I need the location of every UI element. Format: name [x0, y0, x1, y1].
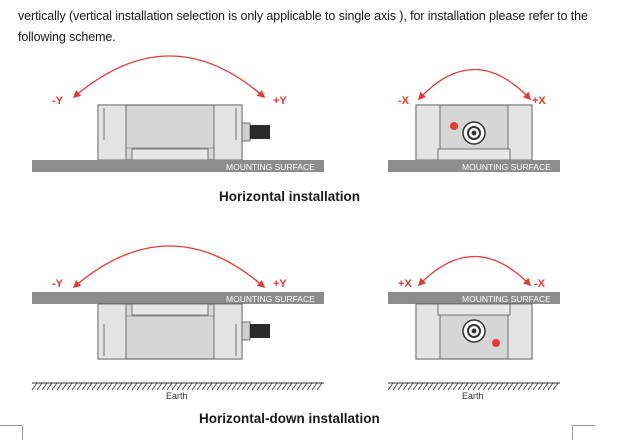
- horizontal-down-front-view: +X -X MOUNTING SURFACE Earth: [387, 255, 560, 401]
- axis-label-neg-y: -Y: [52, 278, 64, 290]
- mounting-surface-label: MOUNTING SURFACE: [226, 162, 315, 172]
- cable-connector: [241, 321, 270, 341]
- rotation-arrow: [417, 255, 532, 287]
- intro-line-1: vertically (vertical installation select…: [18, 9, 588, 23]
- axis-label-pos-y: +Y: [273, 95, 287, 107]
- horizontal-down-side-view: -Y +Y MOUNTING SURFACE Earth: [31, 245, 324, 401]
- axis-label-neg-x: -X: [398, 95, 410, 107]
- axis-label-neg-x: -X: [534, 278, 546, 290]
- earth-ground: [31, 382, 324, 391]
- horizontal-front-view: -X +X MOUNTING SURFACE: [388, 69, 560, 172]
- sensor-body: [415, 303, 533, 360]
- sensor-body: [97, 303, 243, 360]
- status-led: [450, 122, 458, 130]
- rotation-arrow: [72, 245, 266, 289]
- mounting-surface: [32, 292, 324, 304]
- horizontal-side-view: -Y +Y MOUNTING SURFACE: [32, 55, 324, 172]
- rotation-arrow: [417, 69, 532, 101]
- earth-ground: [387, 382, 560, 391]
- connector-port: [462, 121, 486, 145]
- sensor-body: [415, 104, 533, 161]
- axis-label-neg-y: -Y: [52, 95, 64, 107]
- intro-line-2: following scheme.: [18, 30, 116, 44]
- caption-horizontal: Horizontal installation: [219, 189, 360, 204]
- mounting-surface: [32, 160, 324, 172]
- intro-text: vertically (vertical installation select…: [18, 6, 608, 48]
- mounting-surface-label: MOUNTING SURFACE: [462, 162, 551, 172]
- mounting-surface-label: MOUNTING SURFACE: [462, 294, 551, 304]
- sensor-body: [97, 104, 243, 161]
- status-led: [492, 339, 500, 347]
- mounting-surface: [388, 292, 560, 304]
- axis-label-pos-y: +Y: [273, 278, 287, 290]
- caption-horizontal-down: Horizontal-down installation: [199, 411, 380, 426]
- earth-label: Earth: [166, 391, 188, 401]
- axis-label-pos-x: +X: [532, 95, 546, 107]
- axis-label-pos-x: +X: [398, 278, 412, 290]
- mounting-surface-label: MOUNTING SURFACE: [226, 294, 315, 304]
- cable-connector: [241, 122, 270, 142]
- connector-port: [462, 319, 486, 343]
- page-corner-mark-left: [0, 425, 23, 440]
- rotation-arrow: [72, 55, 266, 99]
- earth-label: Earth: [462, 391, 484, 401]
- mounting-surface: [388, 160, 560, 172]
- page-corner-mark-right: [572, 425, 595, 440]
